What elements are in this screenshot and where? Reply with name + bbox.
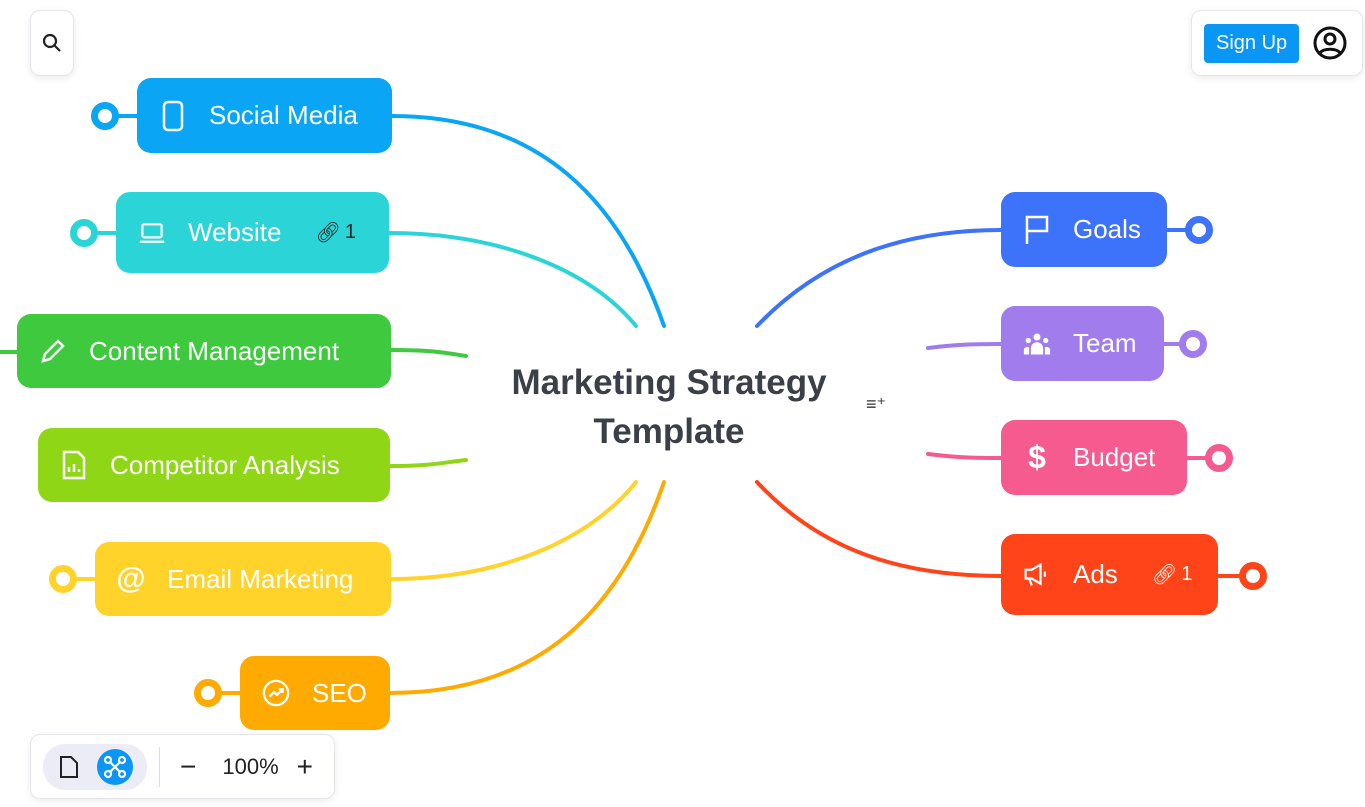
node-website[interactable]: Website 🔗︎1 [116,192,389,273]
sign-up-button[interactable]: Sign Up [1204,23,1300,63]
zoom-level: 100% [222,753,279,779]
document-view-icon[interactable] [58,755,80,779]
link-badge[interactable]: 🔗︎1 [315,221,356,244]
collapse-toggle[interactable] [49,565,77,593]
flag-icon [1023,215,1051,244]
branch-email [389,480,638,581]
laptop-icon [138,219,166,247]
node-label: Team [1073,328,1137,358]
node-label: Competitor Analysis [110,449,340,480]
node-email-marketing[interactable]: @ Email Marketing [95,542,391,616]
add-note-icon[interactable]: ≡⁺ [866,394,887,414]
team-icon [1023,330,1051,358]
at-icon: @ [116,562,146,595]
branch-goals [755,228,1003,328]
mindmap-icon [103,755,126,778]
chart-icon [60,450,88,480]
account-panel: Sign Up [1191,10,1363,76]
link-badge[interactable]: 🔗︎1 [1151,563,1193,586]
trend-icon [262,679,290,707]
node-label: Website [188,217,282,247]
search-icon [42,33,61,52]
zoom-in-button[interactable]: + [296,750,313,782]
view-toolbar: − 100% + [30,734,335,799]
collapse-toggle[interactable] [194,679,222,707]
node-label: Social Media [209,100,358,130]
node-social-media[interactable]: Social Media [137,78,392,153]
branch-budget [926,452,1003,460]
link-icon: 🔗︎ [315,222,341,244]
collapse-toggle[interactable] [1179,330,1207,358]
user-account-icon[interactable] [1313,26,1347,60]
node-label: Budget [1073,442,1156,472]
search-button[interactable] [30,10,74,76]
collapse-toggle[interactable] [1239,562,1267,590]
dollar-icon: $ [1028,439,1046,475]
branch-seo [388,480,666,695]
node-label: SEO [312,677,367,708]
node-seo[interactable]: SEO [240,656,390,730]
collapse-toggle[interactable] [70,219,98,247]
node-goals[interactable]: Goals [1001,192,1167,267]
branch-content [389,348,468,358]
branch-social-media [390,114,666,328]
branch-ads [755,480,1003,578]
megaphone-icon [1023,561,1051,589]
branch-competitor [388,458,468,468]
pencil-icon [39,337,67,365]
zoom-out-button[interactable]: − [180,750,197,782]
node-content-management[interactable]: Content Management [17,314,391,388]
link-icon: 🔗︎ [1151,564,1178,586]
phone-icon [159,100,187,131]
node-label: Email Marketing [167,563,354,594]
node-ads[interactable]: Ads 🔗︎1 [1001,534,1218,615]
central-topic[interactable]: Marketing Strategy Template [511,363,827,451]
node-team[interactable]: Team [1001,306,1164,381]
node-budget[interactable]: $ Budget [1001,420,1187,495]
branch-website [387,231,638,328]
node-label: Content Management [89,335,340,366]
node-label: Goals [1073,214,1141,244]
node-competitor-analysis[interactable]: Competitor Analysis [38,428,390,502]
branch-team [926,342,1003,350]
collapse-toggle[interactable] [1185,216,1213,244]
node-label: Ads [1073,559,1118,589]
collapse-toggle[interactable] [91,102,119,130]
collapse-toggle[interactable] [1205,444,1233,472]
divider [159,746,160,787]
mindmap-view-button[interactable] [96,748,133,785]
